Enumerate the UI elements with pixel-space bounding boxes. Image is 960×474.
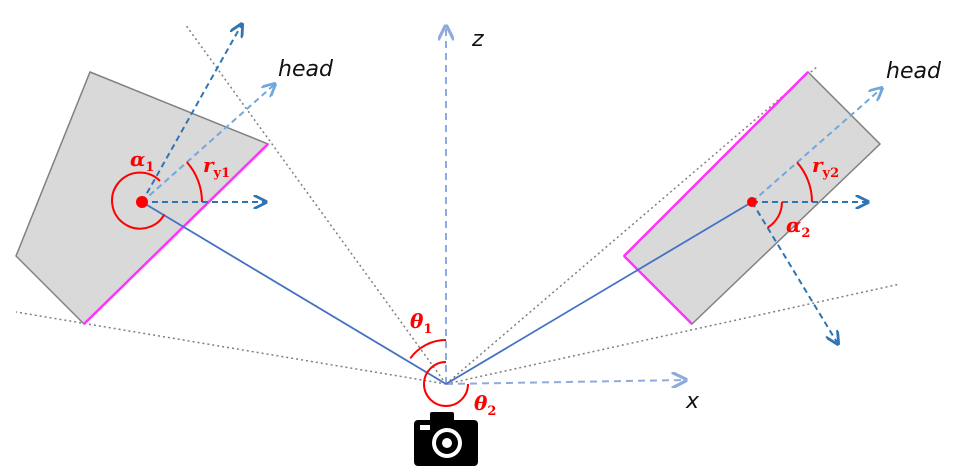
head-label-right: head	[886, 59, 942, 84]
alpha2-label: α2	[786, 213, 810, 241]
right-ray-extension-arrow	[751, 201, 838, 344]
z-axis-label: z	[471, 27, 484, 52]
ry1-arc	[186, 161, 203, 203]
alpha1-label: α1	[130, 147, 154, 175]
field-of-view-lines	[15, 23, 901, 385]
camera-rays	[141, 201, 753, 385]
camera-icon	[414, 412, 478, 466]
left-ray-extension-arrow	[141, 24, 242, 203]
object-right-front-face-side	[623, 255, 693, 325]
left-heading-arrows	[141, 24, 275, 203]
angle-arcs	[111, 161, 813, 407]
x-axis	[445, 380, 686, 384]
ray-to-left-object	[141, 201, 447, 385]
object-right-front-face-top	[623, 71, 809, 257]
ry2-label: ry2	[812, 153, 839, 181]
ry2-arc	[796, 161, 813, 203]
theta2-arc	[423, 361, 469, 407]
right-object-center	[747, 197, 757, 207]
right-heading-arrows	[751, 88, 882, 344]
fov-line-right-upper	[445, 65, 819, 385]
x-axis-label: x	[685, 389, 700, 414]
theta1-arc	[409, 339, 447, 359]
ry1-label: ry1	[203, 153, 230, 181]
fov-line-left-upper	[184, 23, 447, 385]
camera-axes	[446, 26, 686, 384]
theta2-label: θ2	[474, 391, 496, 419]
theta1-label: θ1	[410, 309, 432, 337]
alpha1-arc	[111, 171, 166, 230]
ray-to-right-object	[445, 201, 753, 385]
alpha2-arc	[767, 201, 783, 229]
fov-line-left-lower	[15, 311, 447, 385]
head-label-left: head	[278, 57, 334, 82]
right-head-arrow	[751, 88, 882, 203]
left-object-center	[136, 196, 148, 208]
object-left-front-face	[83, 143, 269, 325]
